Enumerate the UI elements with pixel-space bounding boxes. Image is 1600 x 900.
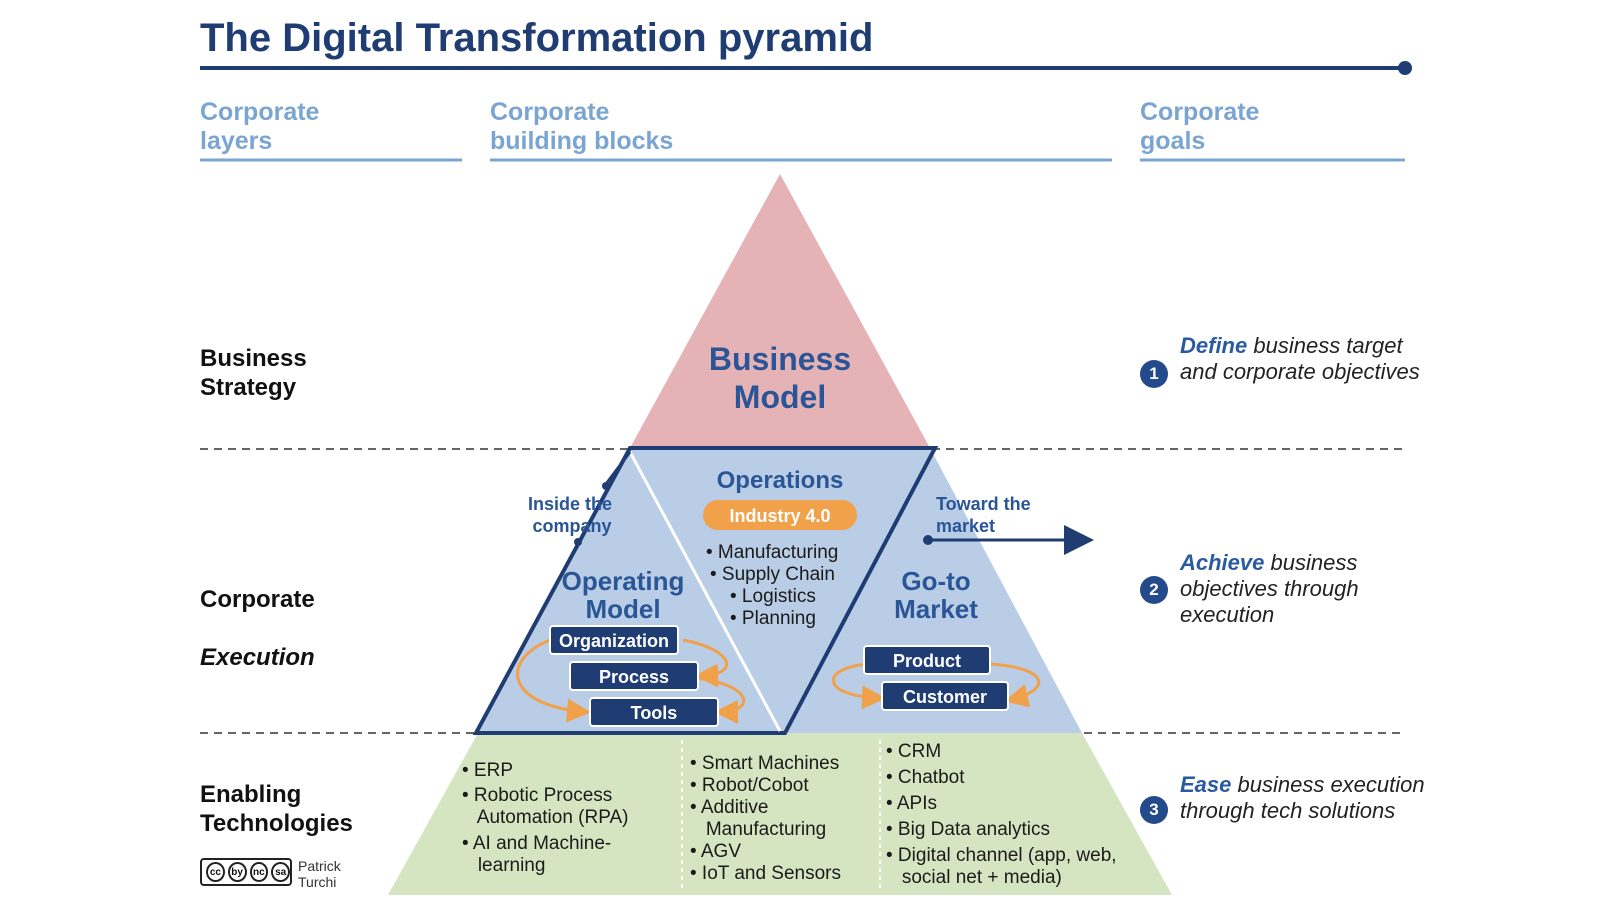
goal-number-3: 3	[1140, 796, 1168, 824]
title-underline-dot	[1398, 61, 1412, 75]
author-credit: Patrick Turchi	[298, 858, 341, 890]
process-box	[569, 661, 699, 691]
operations-bullet-2: • Supply Chain	[710, 564, 835, 585]
tech-col2-item4: Manufacturing	[690, 819, 826, 840]
organization-box	[549, 625, 679, 655]
gtm-cycle-arrow-right	[989, 662, 1041, 708]
tech-col2-item1: • Smart Machines	[690, 753, 839, 774]
business-model-line1: Business	[709, 341, 851, 377]
tech-col3-item2: • Chatbot	[886, 767, 965, 788]
sa-icon: sa	[271, 862, 290, 882]
toward-note-line1: Toward the	[936, 494, 1031, 514]
goal-3: Ease business execution through tech sol…	[1180, 772, 1440, 824]
tools-label: Tools	[631, 703, 678, 723]
operating-cycle-arrow-left	[516, 638, 591, 723]
goal-number-2: 2	[1140, 576, 1168, 604]
by-icon: by	[227, 862, 247, 882]
layer-business-strategy: Business Strategy	[200, 345, 307, 401]
pyramid-bottom-tier	[388, 733, 1172, 895]
column-header-layers: Corporate layers	[200, 98, 320, 155]
layer-execution-line2: Execution	[200, 644, 315, 671]
industry-badge-label: Industry 4.0	[729, 506, 830, 526]
operating-model-line2: Model	[585, 594, 660, 624]
inside-note-line2: company	[532, 516, 611, 536]
layer-execution-line1: Corporate	[200, 586, 315, 613]
nc-icon: nc	[249, 862, 269, 882]
operating-cycle-arrow-right-bottom	[694, 676, 746, 724]
operating-cycle-arrow-right-top	[682, 638, 728, 688]
goal-number-1: 1	[1140, 360, 1168, 388]
goal-2-text: business objectives through execution	[1180, 550, 1359, 627]
inside-note-dot-top	[602, 482, 610, 490]
gtm-cycle-arrow-left	[832, 662, 886, 710]
goal-1-text: business target and corporate objectives	[1180, 333, 1420, 384]
toward-note-line2: market	[936, 516, 995, 536]
industry-badge	[703, 500, 857, 530]
goal-2: Achieve business objectives through exec…	[1180, 550, 1440, 628]
layer-enabling-technologies: Enabling Technologies	[200, 781, 353, 837]
customer-label: Customer	[903, 687, 987, 707]
tech-col3-item1: • CRM	[886, 741, 941, 762]
operations-bullet-3: • Logistics	[730, 586, 816, 607]
tech-col1-item4: • AI and Machine-	[462, 833, 611, 854]
goal-1-keyword: Define	[1180, 333, 1248, 358]
product-label: Product	[893, 651, 961, 671]
go-to-market-line1: Go-to	[901, 566, 970, 596]
operations-divider	[628, 451, 782, 732]
page-title: The Digital Transformation pyramid	[200, 16, 874, 60]
tech-col2-item5: • AGV	[690, 841, 741, 862]
operations-frame	[472, 446, 939, 735]
goal-1: Define business target and corporate obj…	[1180, 333, 1440, 385]
operations-bullet-1: • Manufacturing	[706, 542, 838, 563]
product-box	[863, 645, 991, 675]
tech-col3-item4: • Big Data analytics	[886, 819, 1050, 840]
tech-col1-item3: Automation (RPA)	[462, 807, 629, 828]
business-model-line2: Model	[734, 379, 826, 415]
go-to-market-line2: Market	[894, 594, 978, 624]
tech-col3-item3: • APIs	[886, 793, 937, 814]
customer-box	[881, 681, 1009, 711]
tech-col3-item6: social net + media)	[886, 867, 1062, 888]
organization-label: Organization	[559, 631, 669, 651]
inside-note-connector-top	[604, 451, 632, 485]
inside-note-dot-bottom	[574, 538, 582, 546]
tech-col1-item1: • ERP	[462, 760, 513, 781]
tech-col3-item5: • Digital channel (app, web,	[886, 845, 1117, 866]
tech-col2-item3: • Additive	[690, 797, 768, 818]
goal-2-keyword: Achieve	[1180, 550, 1265, 575]
column-header-goals: Corporate goals	[1140, 98, 1260, 155]
operating-model-line1: Operating	[562, 566, 685, 596]
process-label: Process	[599, 667, 669, 687]
operations-bullet-4: • Planning	[730, 608, 816, 629]
operations-title: Operations	[717, 467, 844, 494]
cc-icon: cc	[206, 862, 225, 882]
inside-note-line1: Inside the	[528, 494, 612, 514]
creative-commons-badge: cc by nc sa	[200, 858, 292, 886]
layer-corporate-execution: Corporate Execution	[200, 556, 315, 701]
tech-col1-item2: • Robotic Process	[462, 785, 612, 806]
column-header-building-blocks: Corporate building blocks	[490, 98, 674, 155]
tools-box	[589, 697, 719, 727]
tech-col2-item2: • Robot/Cobot	[690, 775, 809, 796]
goal-3-text: business execution through tech solution…	[1180, 772, 1425, 823]
goal-3-keyword: Ease	[1180, 772, 1232, 797]
tech-col1-item5: learning	[462, 855, 545, 876]
pyramid-top-tier	[630, 174, 930, 448]
tech-col2-item6: • IoT and Sensors	[690, 863, 841, 884]
